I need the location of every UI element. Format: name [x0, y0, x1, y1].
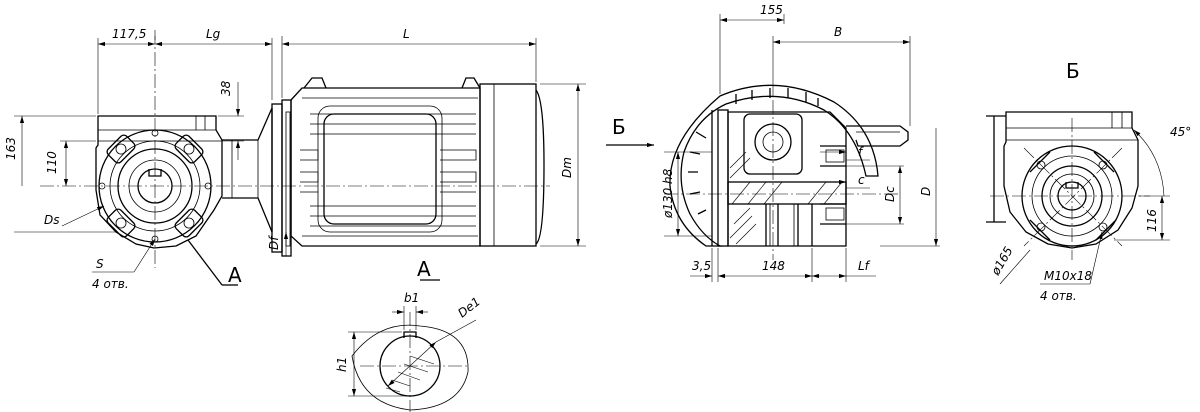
dim-117-5: 117,5 — [112, 27, 146, 41]
dim-lf: Lf — [858, 259, 871, 273]
dim-116: 116 — [1145, 209, 1159, 232]
bolt-recess-tr — [174, 134, 204, 164]
dim-38: 38 — [219, 80, 233, 96]
front-dimensions — [14, 36, 586, 273]
bolt-recess-br — [174, 208, 204, 238]
dim-3-5: 3,5 — [692, 259, 711, 273]
front-view — [40, 30, 550, 286]
view-b: Б — [986, 59, 1170, 285]
dim-holes-4b: 4 отв. — [1040, 289, 1077, 303]
dim-c: c — [858, 173, 865, 187]
section-a-shaft: b1 De1 h1 — [335, 291, 483, 412]
dim-dm: Dm — [560, 157, 574, 178]
side-dimensions — [664, 14, 940, 282]
dim-dc: Dc — [883, 186, 897, 202]
dim-155: 155 — [760, 3, 783, 17]
dim-f: f — [858, 145, 864, 159]
section-a-right: A — [417, 257, 431, 281]
dim-lg: Lg — [206, 27, 221, 41]
shaft-section — [727, 181, 847, 205]
dim-163: 163 — [4, 137, 18, 160]
hub-hatch — [729, 151, 757, 245]
section-a-left: A — [228, 263, 242, 287]
dim-df: Df — [267, 235, 281, 250]
dim-b: B — [834, 25, 842, 39]
dim-d: D — [919, 187, 933, 196]
dim-110: 110 — [45, 151, 59, 174]
dim-45: 45° — [1170, 125, 1191, 139]
side-section-view: Б — [606, 84, 909, 260]
dim-s: S — [96, 257, 104, 271]
dim-ds: Ds — [44, 213, 60, 227]
dim-holes-4: 4 отв. — [92, 277, 129, 291]
dim-148: 148 — [762, 259, 785, 273]
dim-de1: De1 — [455, 294, 483, 320]
dim-b1: b1 — [404, 291, 419, 305]
view-b-arrow-label: Б — [612, 115, 626, 139]
front-labels: 117,5 Lg L 38 163 110 Ds S 4 отв. Df Dm … — [4, 27, 574, 291]
dim-h1: h1 — [335, 357, 349, 372]
dim-phi130: ø130 h8 — [661, 168, 675, 219]
view-b-title: Б — [1066, 59, 1080, 83]
dim-phi165: ø165 — [988, 244, 1016, 278]
bolt-recess-tl — [106, 134, 136, 164]
dim-l: L — [403, 27, 410, 41]
side-labels: 155 B f c Dc D ø130 h8 3,5 148 Lf — [661, 3, 933, 273]
dim-m10x18: M10x18 — [1044, 269, 1092, 283]
bolt-recess-bl — [106, 208, 136, 238]
